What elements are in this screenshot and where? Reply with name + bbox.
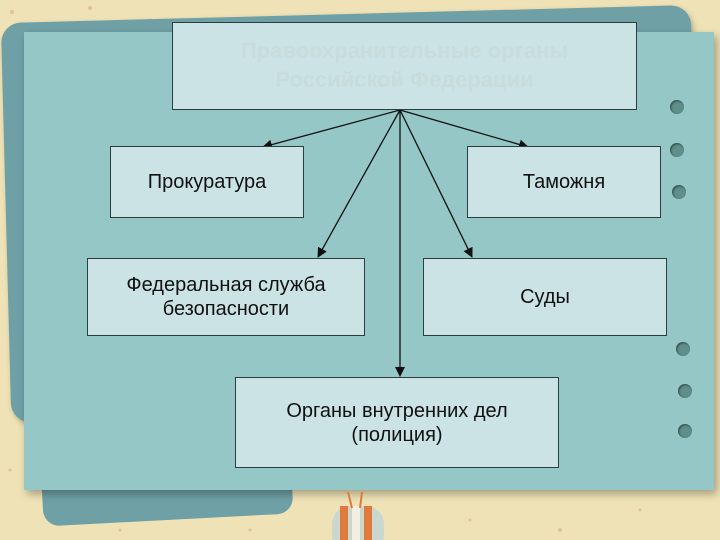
arrow-to-customs — [399, 109, 529, 150]
binder-hole — [678, 384, 692, 398]
binder-hole — [672, 185, 686, 199]
node-fsb: Федеральная служба безопасности — [87, 258, 365, 336]
node-prosecutor-label: Прокуратура — [147, 171, 267, 193]
binder-hole — [670, 143, 684, 157]
node-police-label: Органы внутренних дел (полиция) — [286, 399, 508, 446]
arrow-to-courts — [399, 109, 473, 258]
node-customs: Таможня — [467, 146, 661, 218]
node-courts: Суды — [423, 258, 667, 336]
node-fsb-label: Федеральная служба безопасности — [126, 274, 326, 320]
ribbon-decoration — [332, 492, 384, 540]
arrow-to-fsb — [317, 109, 401, 258]
node-courts-label: Суды — [520, 286, 570, 308]
binder-hole — [676, 342, 690, 356]
binder-hole — [670, 100, 684, 114]
root-node: Правоохранительные органы Российской Фед… — [172, 22, 637, 110]
arrow-to-prosecutor — [262, 109, 401, 150]
node-customs-label: Таможня — [522, 171, 606, 193]
binder-hole — [678, 424, 692, 438]
root-node-label: Правоохранительные органы Российской Фед… — [240, 38, 569, 92]
node-prosecutor: Прокуратура — [110, 146, 304, 218]
node-police: Органы внутренних дел (полиция) — [235, 377, 559, 468]
